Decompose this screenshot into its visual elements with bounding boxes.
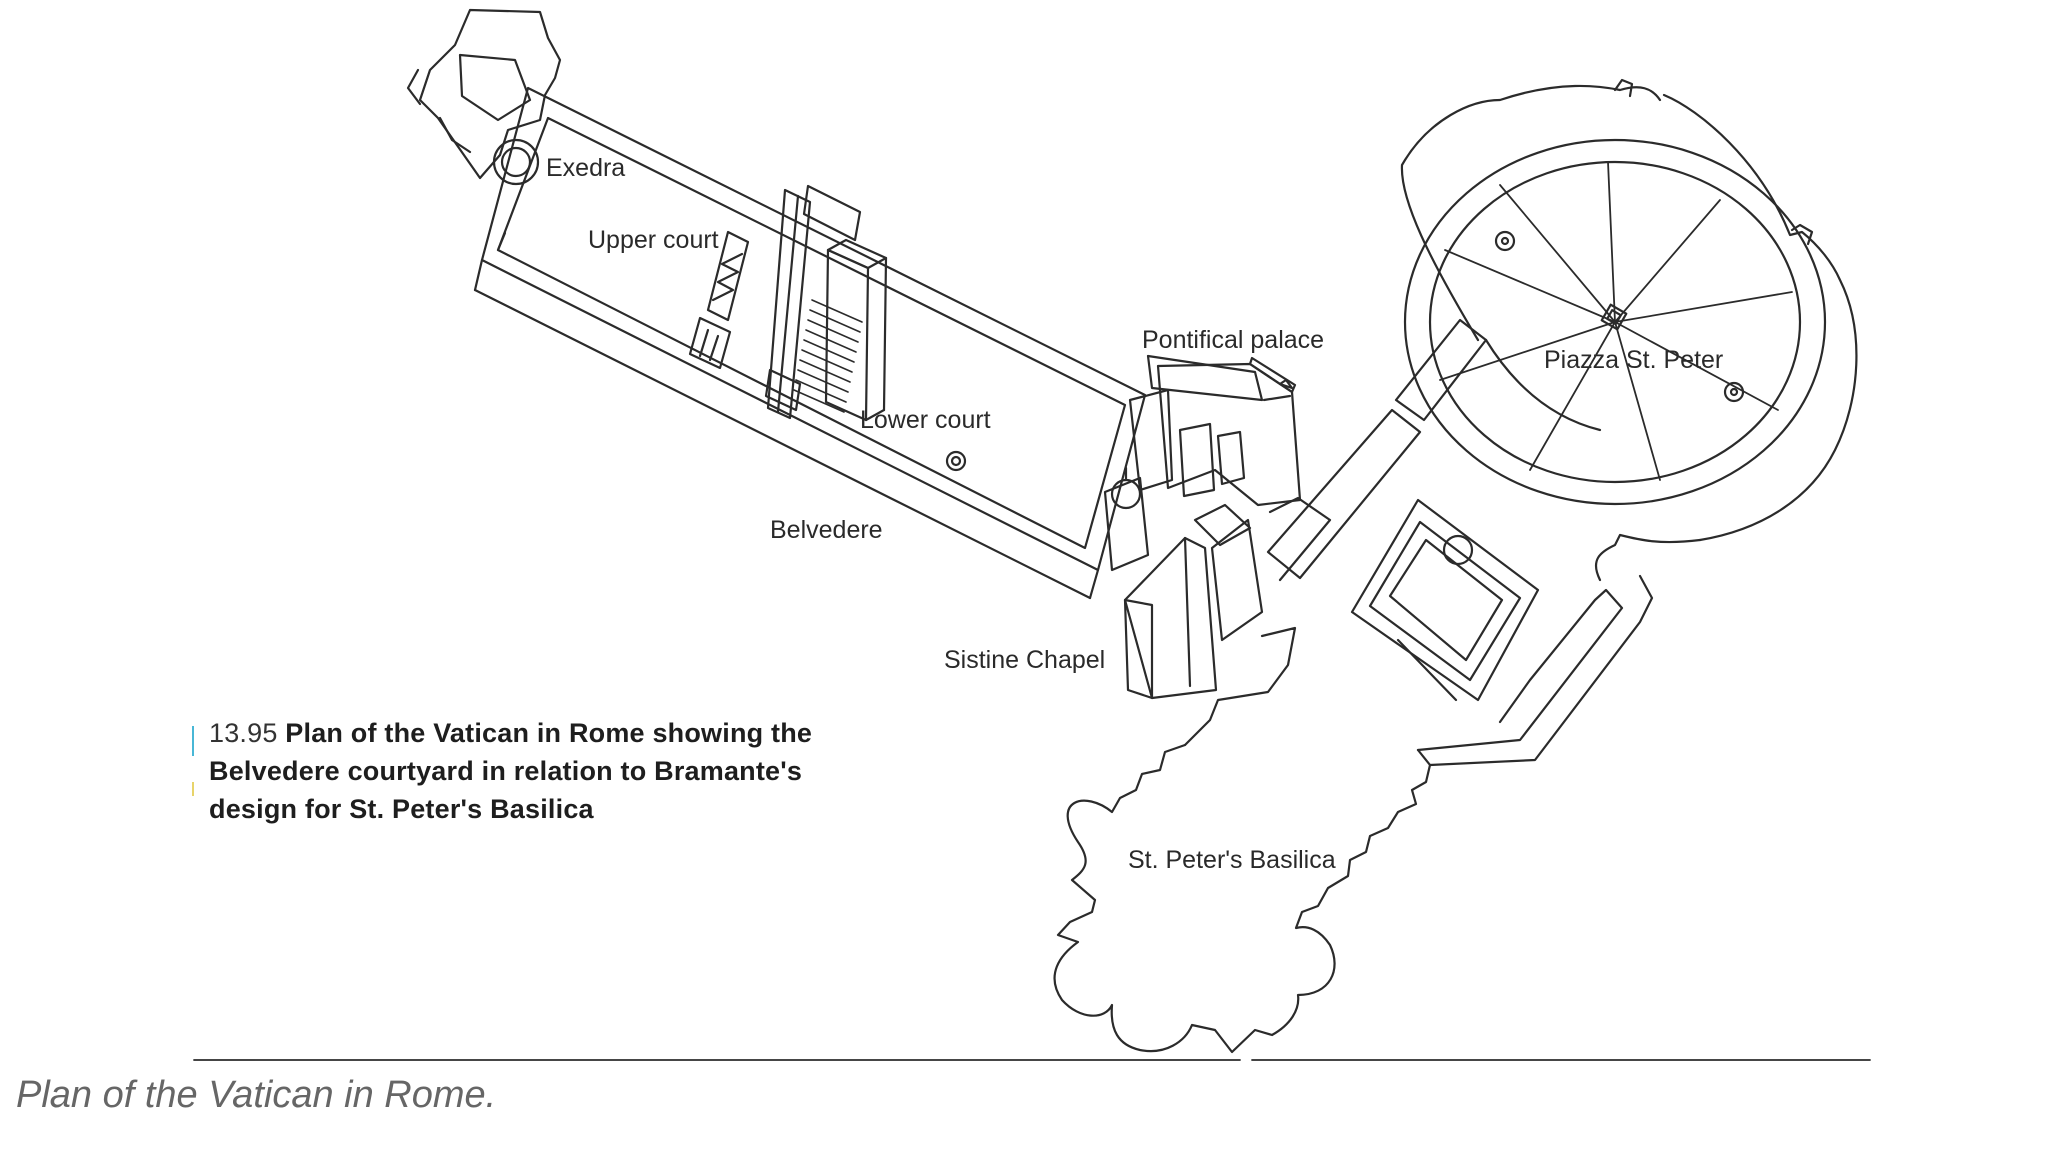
label-belvedere: Belvedere (770, 516, 883, 544)
caption-marker-yellow (192, 782, 194, 796)
image-caption: Plan of the Vatican in Rome. (16, 1074, 497, 1116)
piazza-st-peter (1400, 78, 1858, 582)
label-pontifical-palace: Pontifical palace (1142, 326, 1325, 354)
label-st-peters-basilica: St. Peter's Basilica (1128, 846, 1336, 874)
label-lower-court: Lower court (860, 406, 991, 434)
caption-line-1: 13.95 Plan of the Vatican in Rome showin… (209, 714, 829, 752)
figure-number: 13.95 (209, 718, 278, 748)
exedra-structure (406, 8, 562, 186)
label-piazza-st-peter: Piazza St. Peter (1544, 346, 1724, 374)
approach-wing (1266, 318, 1654, 767)
caption-text-1: Plan of the Vatican in Rome showing the (285, 718, 813, 748)
figure-caption: 13.95 Plan of the Vatican in Rome showin… (209, 714, 829, 828)
st-peters-basilica-outline (1053, 743, 1432, 1054)
belvedere-courtyard (473, 86, 1147, 600)
corridor (1183, 496, 1332, 747)
caption-marker-blue (192, 726, 194, 756)
sistine-chapel-building (1103, 466, 1264, 700)
caption-line-3: design for St. Peter's Basilica (209, 794, 594, 824)
label-sistine-chapel: Sistine Chapel (944, 646, 1106, 674)
label-upper-court: Upper court (588, 226, 719, 254)
caption-line-2: Belvedere courtyard in relation to Brama… (209, 756, 803, 786)
pontifical-palace-building (1128, 354, 1302, 507)
label-exedra: Exedra (546, 154, 626, 182)
